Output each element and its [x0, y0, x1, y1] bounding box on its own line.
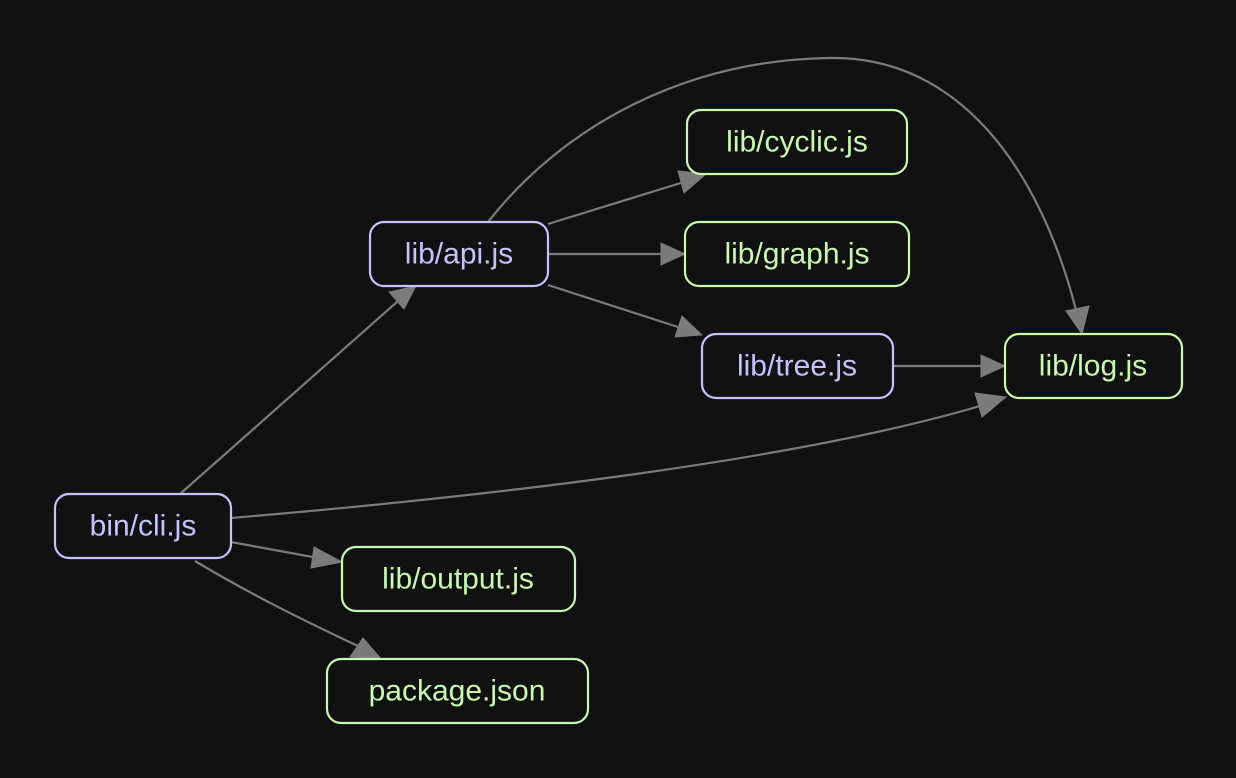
node-label: lib/graph.js — [724, 238, 869, 271]
edge-lib-api-to-lib-graph — [548, 242, 687, 266]
node-lib-tree[interactable]: lib/tree.js — [700, 332, 895, 400]
edge-lib-api-to-lib-log — [487, 56, 1090, 336]
node-lib-log[interactable]: lib/log.js — [1003, 332, 1184, 400]
node-lib-api[interactable]: lib/api.js — [368, 220, 550, 288]
node-label: lib/tree.js — [737, 350, 857, 383]
node-label: lib/api.js — [405, 238, 513, 271]
node-layer: bin/cli.js lib/api.js lib/tree.js lib/cy… — [53, 108, 1184, 725]
edge-bin-cli-to-lib-log — [230, 392, 1008, 520]
node-label: lib/output.js — [382, 563, 534, 596]
node-label: lib/cyclic.js — [726, 126, 868, 159]
node-bin-cli[interactable]: bin/cli.js — [53, 492, 233, 560]
node-lib-graph[interactable]: lib/graph.js — [683, 220, 911, 288]
node-label: lib/log.js — [1039, 350, 1147, 383]
edge-layer — [179, 56, 1090, 661]
edge-lib-api-to-lib-tree — [547, 283, 704, 338]
edge-bin-cli-to-lib-output — [230, 540, 344, 569]
node-label: package.json — [369, 675, 546, 708]
node-lib-cyclic[interactable]: lib/cyclic.js — [685, 108, 909, 176]
node-lib-output[interactable]: lib/output.js — [340, 545, 577, 613]
edge-bin-cli-to-lib-api — [179, 285, 417, 495]
edge-lib-tree-to-lib-log — [893, 354, 1007, 378]
node-label: bin/cli.js — [90, 510, 197, 543]
edge-lib-api-to-lib-cyclic — [547, 170, 708, 226]
node-package-json[interactable]: package.json — [325, 657, 590, 725]
